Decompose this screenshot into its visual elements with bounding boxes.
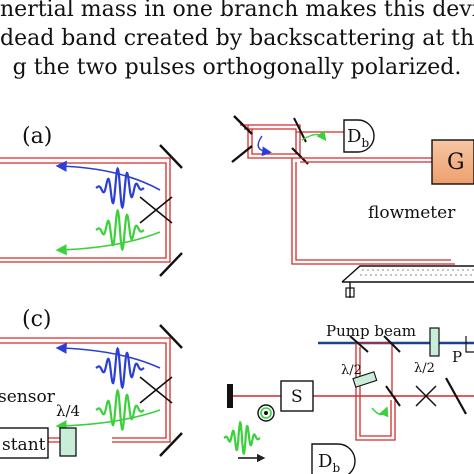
blue-arrow-a [55, 160, 161, 191]
constant-label: stant [2, 435, 46, 455]
sensor-label: sensor [0, 387, 56, 407]
main-loop-b [291, 157, 455, 265]
caption-line-3: g the two pulses orthogonally polarized. [12, 55, 462, 80]
detector-label-bottom: Db [318, 451, 340, 474]
green-pulse-c [95, 388, 145, 432]
constant-box [0, 427, 49, 459]
pump-mirror-1 [349, 335, 369, 353]
crossing-mark-c [139, 376, 173, 404]
pump-waveplate [429, 327, 440, 357]
flowmeter-label: flowmeter [368, 203, 456, 223]
small-cavity-b [240, 124, 345, 159]
green-arrow-a [55, 231, 161, 256]
detector-label-top: Db [347, 126, 369, 150]
gyro-box-label: G [447, 150, 465, 175]
half-wave-plate-d [352, 371, 378, 388]
s-box-label: S [291, 387, 303, 407]
gyro-box [431, 139, 474, 185]
crossing-mark-d [415, 385, 437, 407]
half-wave-label-pump: λ/2 [414, 361, 435, 376]
panel-c: (c) sensor λ/4 stant [0, 307, 183, 459]
mirror-c-bottom [159, 432, 183, 457]
quarter-wave-plate [59, 427, 77, 457]
mirror-c-top [159, 324, 183, 349]
blue-pulse-c [95, 346, 145, 390]
detector-b-top [343, 119, 375, 153]
quarter-wave-label: λ/4 [56, 402, 80, 420]
mirror-b-small-3 [291, 147, 309, 165]
mirror-d-right [445, 377, 467, 415]
mirror-b-small-1 [233, 115, 253, 135]
pump-mirror-2 [383, 335, 401, 353]
crossing-mark-a [139, 196, 173, 224]
green-pulse-a [95, 208, 145, 252]
green-arrow-c [55, 409, 161, 432]
green-arrow-d [371, 406, 389, 418]
green-arrow-b [301, 130, 327, 142]
mirror-b-small-2 [231, 145, 253, 163]
caption-line-1: nertial mass in one branch makes this de… [0, 0, 474, 22]
panel-a-label: (a) [22, 124, 52, 149]
half-wave-label-d: λ/2 [341, 363, 362, 378]
panel-c-label: (c) [22, 307, 52, 332]
panel-a-laser-loop [0, 157, 171, 263]
p-label: P [452, 348, 462, 366]
polarization-symbol [257, 404, 275, 422]
s-box [280, 380, 314, 412]
blue-arrow-c [55, 342, 161, 369]
flow-tube [341, 265, 474, 298]
blue-arrow-b [257, 135, 272, 157]
blue-pulse-a [95, 166, 145, 210]
pump-beam-label: Pump beam [326, 322, 416, 340]
panel-b: Db G flowmeter [231, 115, 474, 298]
green-pulse-d [223, 420, 261, 456]
end-mirror-d [227, 384, 233, 408]
pbs-mirror-d [385, 385, 401, 407]
caption-line-2: dead band created by backscattering at t… [0, 26, 474, 51]
mirror-a-bottom [159, 252, 183, 277]
mirror-a-top [159, 144, 183, 169]
detector-b-bottom [311, 443, 356, 474]
panel-d: Pump beam λ/2 P S λ/2 [223, 322, 474, 474]
panel-a: (a) [0, 124, 183, 277]
